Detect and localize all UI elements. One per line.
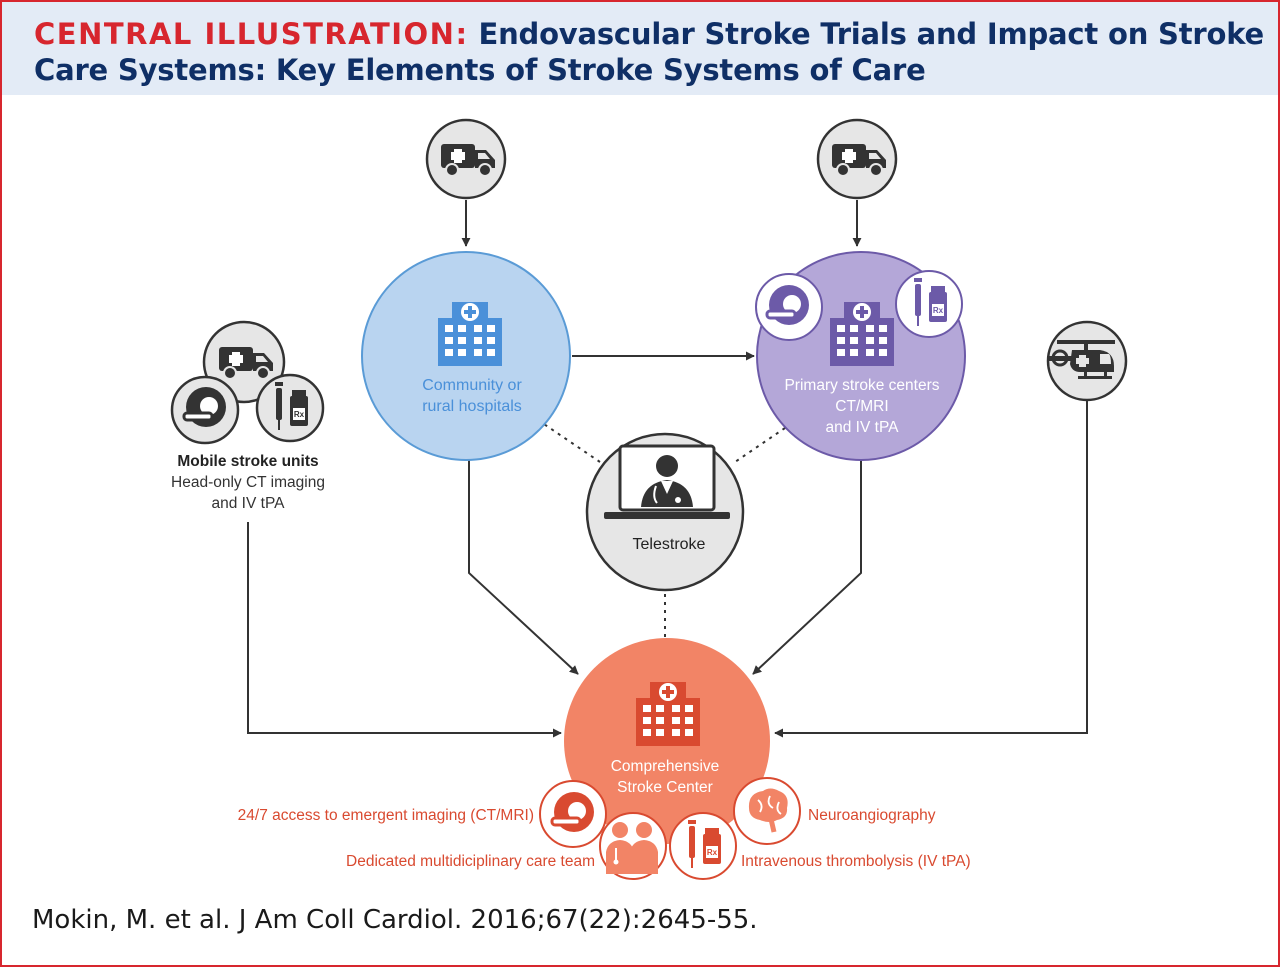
ambulance-node-left [425,118,507,200]
dotted-link-primary-telestroke [734,427,786,463]
citation: Mokin, M. et al. J Am Coll Cardiol. 2016… [32,905,758,935]
feature-imaging-label: 24/7 access to emergent imaging (CT/MRI) [238,807,534,824]
page-title: CENTRAL ILLUSTRATION: Endovascular Strok… [34,16,1264,88]
mobile-label-line2: Head-only CT imaging [171,474,325,491]
rx-mark: Rx [707,848,718,857]
mobile-stroke-unit-node: Rx Mobile stroke units Head-only CT imag… [170,320,325,512]
comprehensive-stroke-center-node: Comprehensive Stroke Center Rx 24/7 acce… [238,638,971,880]
telestroke-node: Telestroke [585,432,745,592]
telestroke-label: Telestroke [633,536,706,553]
arrow-community-to-comprehensive [468,460,579,675]
telestroke-laptop-icon [604,444,730,519]
arrow-primary-to-comprehensive [752,460,862,675]
feature-team-label: Dedicated multidiciplinary care team [346,853,595,870]
helicopter-node [1046,320,1128,402]
feature-neuro-label: Neuroangiography [808,807,936,824]
community-label-line2: rural hospitals [422,398,522,415]
primary-label-line2: CT/MRI [835,398,888,415]
community-label-line1: Community or [422,377,522,394]
rx-mark: Rx [933,306,944,315]
care-team-icon [606,822,658,874]
arrow-mobile-to-comprehensive [247,522,562,738]
mobile-label-line3: and IV tPA [212,495,286,512]
connector-arrows [247,200,1088,738]
brain-icon [748,788,788,833]
header-band: CENTRAL ILLUSTRATION: Endovascular Strok… [2,2,1278,95]
feature-thrombolysis-label: Intravenous thrombolysis (IV tPA) [741,853,971,870]
ambulance-node-right [816,118,898,200]
rx-mark: Rx [294,410,305,419]
title-lead: CENTRAL ILLUSTRATION: [34,17,469,51]
comprehensive-label-line2: Stroke Center [617,779,713,796]
comprehensive-label-line1: Comprehensive [611,758,720,775]
arrow-helicopter-to-comprehensive [774,400,1088,738]
primary-label-line3: and IV tPA [826,419,900,436]
community-hospital-node: Community or rural hospitals [361,251,571,461]
primary-label-line1: Primary stroke centers [784,377,939,394]
title-text: Endovascular Stroke Trials and Impact on… [34,17,1264,87]
mobile-label-line1: Mobile stroke units [177,453,318,470]
primary-stroke-center-node: Rx Primary stroke centers CT/MRI and IV … [755,251,966,461]
helicopter-icon [1047,340,1115,379]
dotted-link-community-telestroke [537,419,601,463]
